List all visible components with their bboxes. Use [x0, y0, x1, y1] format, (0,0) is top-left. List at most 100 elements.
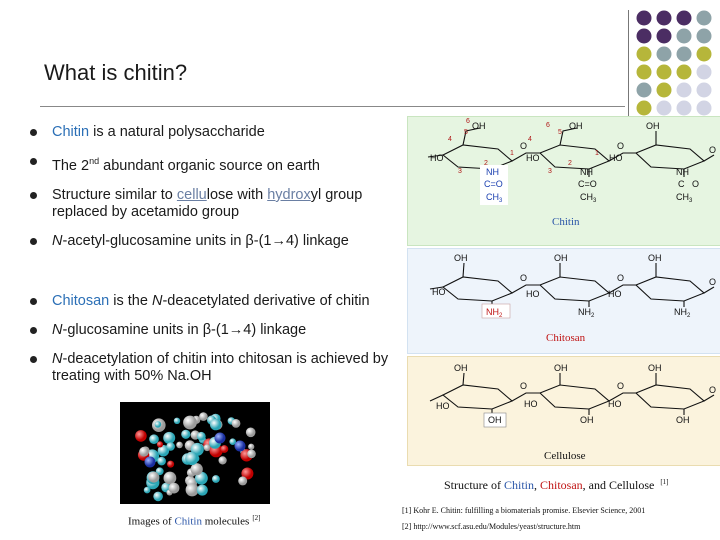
label-nh-highlighted: NH	[486, 167, 499, 177]
atom-sphere	[196, 484, 208, 496]
molecule-render	[135, 412, 256, 502]
atom-sphere	[229, 438, 236, 445]
caption-text: ,	[534, 478, 540, 492]
label-carbonyl: C=O	[578, 179, 597, 189]
decorative-dot	[636, 100, 652, 116]
label-nh: NH	[676, 167, 689, 177]
panel-label-chitosan: Chitosan	[546, 332, 586, 344]
label-oh-highlighted: OH	[488, 415, 502, 425]
structure-caption: Structure of Chitin, Chitosan, and Cellu…	[444, 478, 669, 493]
bullet-item: N-acetyl-glucosamine units in β-(1→4) li…	[30, 233, 405, 250]
italic-n: N	[52, 232, 63, 249]
bullet-item: Chitin is a natural polysaccharide	[30, 124, 405, 141]
label-o: O	[709, 145, 716, 155]
label-oh: OH	[454, 253, 468, 263]
decorative-dot	[696, 100, 712, 116]
decorative-dot	[696, 64, 712, 80]
bullet-text: Structure similar to	[52, 186, 177, 203]
carbon-number: 1	[595, 150, 599, 157]
label-o: O	[617, 273, 624, 283]
atom-sphere	[234, 440, 246, 452]
label-ho: HO	[526, 289, 540, 299]
decorative-dot	[656, 28, 672, 44]
atom-sphere	[168, 482, 180, 494]
atom-sphere	[181, 429, 191, 439]
italic-n: N	[52, 350, 63, 367]
decorative-dot	[676, 10, 692, 26]
label-oh: OH	[646, 121, 660, 131]
atom-sphere	[220, 445, 229, 453]
label-c: C	[678, 179, 685, 189]
carbon-number: 4	[448, 136, 452, 143]
carbon-number: 5	[464, 129, 468, 136]
decorative-dot	[636, 46, 652, 62]
label-ho: HO	[609, 153, 623, 163]
chitin-molecule-image	[120, 402, 270, 504]
atom-sphere	[199, 412, 208, 421]
italic-n: N	[52, 321, 63, 338]
atom-sphere	[139, 446, 149, 457]
label-ho: HO	[608, 399, 622, 409]
label-o: O	[709, 385, 716, 395]
carbon-number: 2	[484, 160, 488, 167]
decorative-dot	[676, 64, 692, 80]
label-oh: OH	[676, 415, 690, 425]
atom-sphere	[163, 471, 177, 485]
caption-reference: [1]	[660, 478, 669, 486]
chitin-structure-panel: OH OH OH HO HO HO O O O 4 5 6 3 2 1 4 5 …	[407, 116, 720, 246]
label-o: O	[692, 179, 699, 189]
decorative-dot	[656, 82, 672, 98]
decorative-dot	[656, 10, 672, 26]
atom-sphere	[157, 456, 166, 466]
atom-sphere	[148, 471, 160, 483]
bullet-text: -deacetylated derivative of chitin	[162, 292, 370, 309]
atom-sphere	[154, 421, 162, 428]
atom-sphere	[247, 449, 256, 459]
atom-sphere	[156, 441, 164, 448]
label-o: O	[520, 273, 527, 283]
carbon-number: 2	[568, 160, 572, 167]
label-ch3: CH3	[676, 192, 693, 204]
decorative-dot	[676, 100, 692, 116]
atom-sphere	[183, 415, 197, 430]
label-oh: OH	[554, 253, 568, 263]
atom-sphere	[245, 427, 256, 438]
atom-sphere	[185, 451, 199, 466]
label-ho: HO	[436, 401, 450, 411]
label-ho: HO	[524, 399, 538, 409]
decorative-dot	[676, 82, 692, 98]
carbon-number: 4	[528, 136, 532, 143]
bullet-item: Structure similar to cellulose with hydr…	[30, 187, 405, 221]
decorative-dot	[696, 10, 712, 26]
bullet-list: Chitin is a natural polysaccharide The 2…	[30, 124, 405, 385]
bullet-text: -glucosamine units in β-(1→4) linkage	[62, 321, 307, 338]
bullet-item: N-glucosamine units in β-(1→4) linkage	[30, 322, 405, 339]
atom-sphere	[135, 430, 147, 442]
bullet-text: is a natural polysaccharide	[89, 124, 265, 140]
caption-term-chitosan: Chitosan	[540, 478, 583, 492]
bullet-text: yl group replaced by acetamido group	[52, 186, 363, 220]
label-o: O	[520, 141, 527, 151]
link-cellulose[interactable]: cellu	[176, 186, 207, 203]
decorative-dot	[636, 28, 652, 44]
carbon-number: 6	[466, 118, 470, 125]
italic-n: N	[151, 292, 163, 309]
label-nh2: NH2	[674, 307, 691, 319]
reference-2[interactable]: [2] http://www.scf.asu.edu/Modules/yeast…	[402, 522, 581, 531]
carbon-number: 6	[546, 122, 550, 129]
label-ho: HO	[432, 287, 446, 297]
carbon-number: 3	[458, 168, 462, 175]
atom-sphere	[166, 442, 175, 451]
superscript: nd	[89, 156, 100, 166]
atom-sphere	[176, 441, 183, 449]
cellulose-structure-panel: OH OH OH HO HO HO O O O OH OH OH Cellulo…	[407, 356, 720, 466]
label-ho: HO	[608, 289, 622, 299]
label-ch3-highlighted: CH3	[486, 192, 503, 204]
carbon-number: 5	[558, 129, 562, 136]
link-hydroxyl[interactable]: hydrox	[267, 186, 311, 203]
title-underline	[40, 106, 625, 107]
decorative-dot	[696, 28, 712, 44]
label-oh: OH	[569, 121, 583, 131]
atom-sphere	[155, 467, 164, 476]
decorative-dot	[656, 100, 672, 116]
